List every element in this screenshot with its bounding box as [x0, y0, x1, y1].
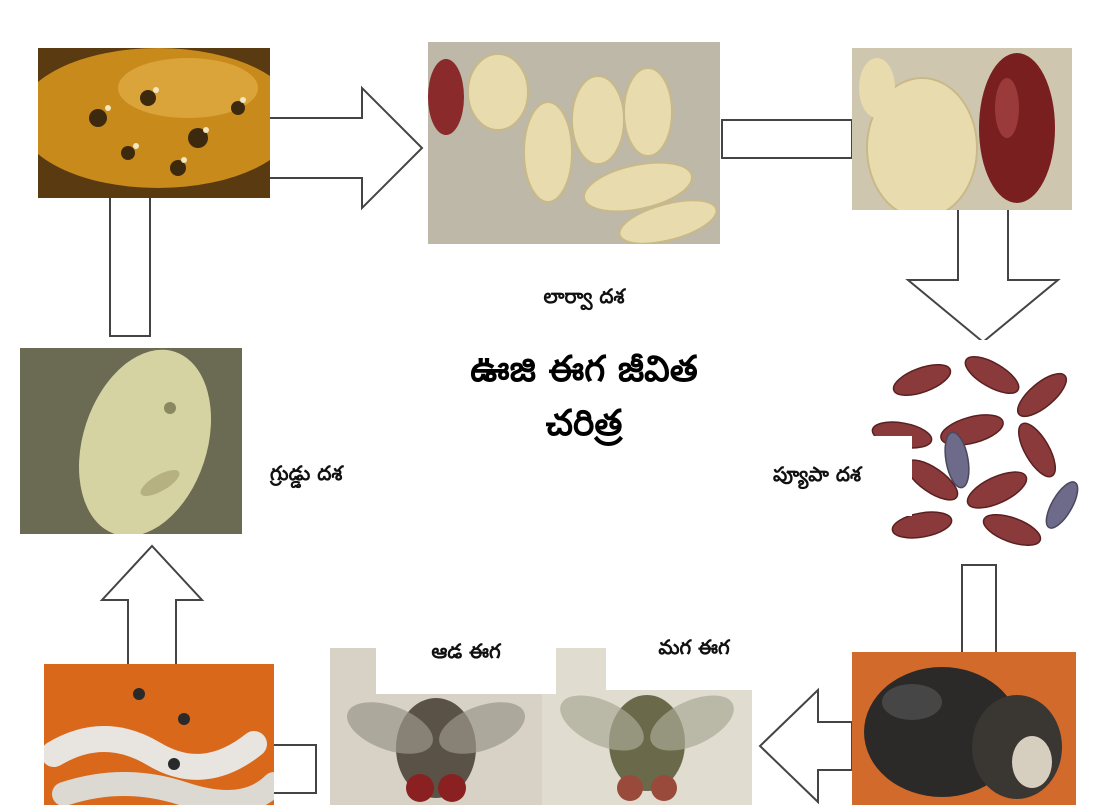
title-line-1: ఊజి ఈగ జీవిత [470, 343, 698, 397]
arrow-left-1 [760, 690, 852, 802]
arrow-right-1 [268, 88, 422, 208]
photo-larvae [428, 42, 720, 244]
label-male-fly: మగ ఈగ [606, 608, 782, 690]
photo-egg [20, 348, 242, 534]
connector-left-up [110, 190, 150, 336]
photo-adult-fly [852, 652, 1076, 805]
title-line-2: చరిత్ర [546, 397, 623, 451]
label-larva-stage: లార్వా దశ [493, 262, 675, 334]
diagram-title: ఊజి ఈగ జీవిత చరిత్ర [358, 337, 810, 457]
photo-silkworms-infested [44, 664, 274, 805]
label-female-fly: ఆడ ఈగ [376, 612, 556, 694]
connector-top-right [722, 120, 852, 158]
arrow-up-1 [102, 546, 202, 665]
connector-right-down [962, 565, 996, 665]
photo-silkworm-host [38, 48, 270, 198]
arrow-down-1 [908, 205, 1058, 342]
connector-bottom-left [272, 745, 316, 793]
photo-larva-pupa [852, 48, 1072, 210]
